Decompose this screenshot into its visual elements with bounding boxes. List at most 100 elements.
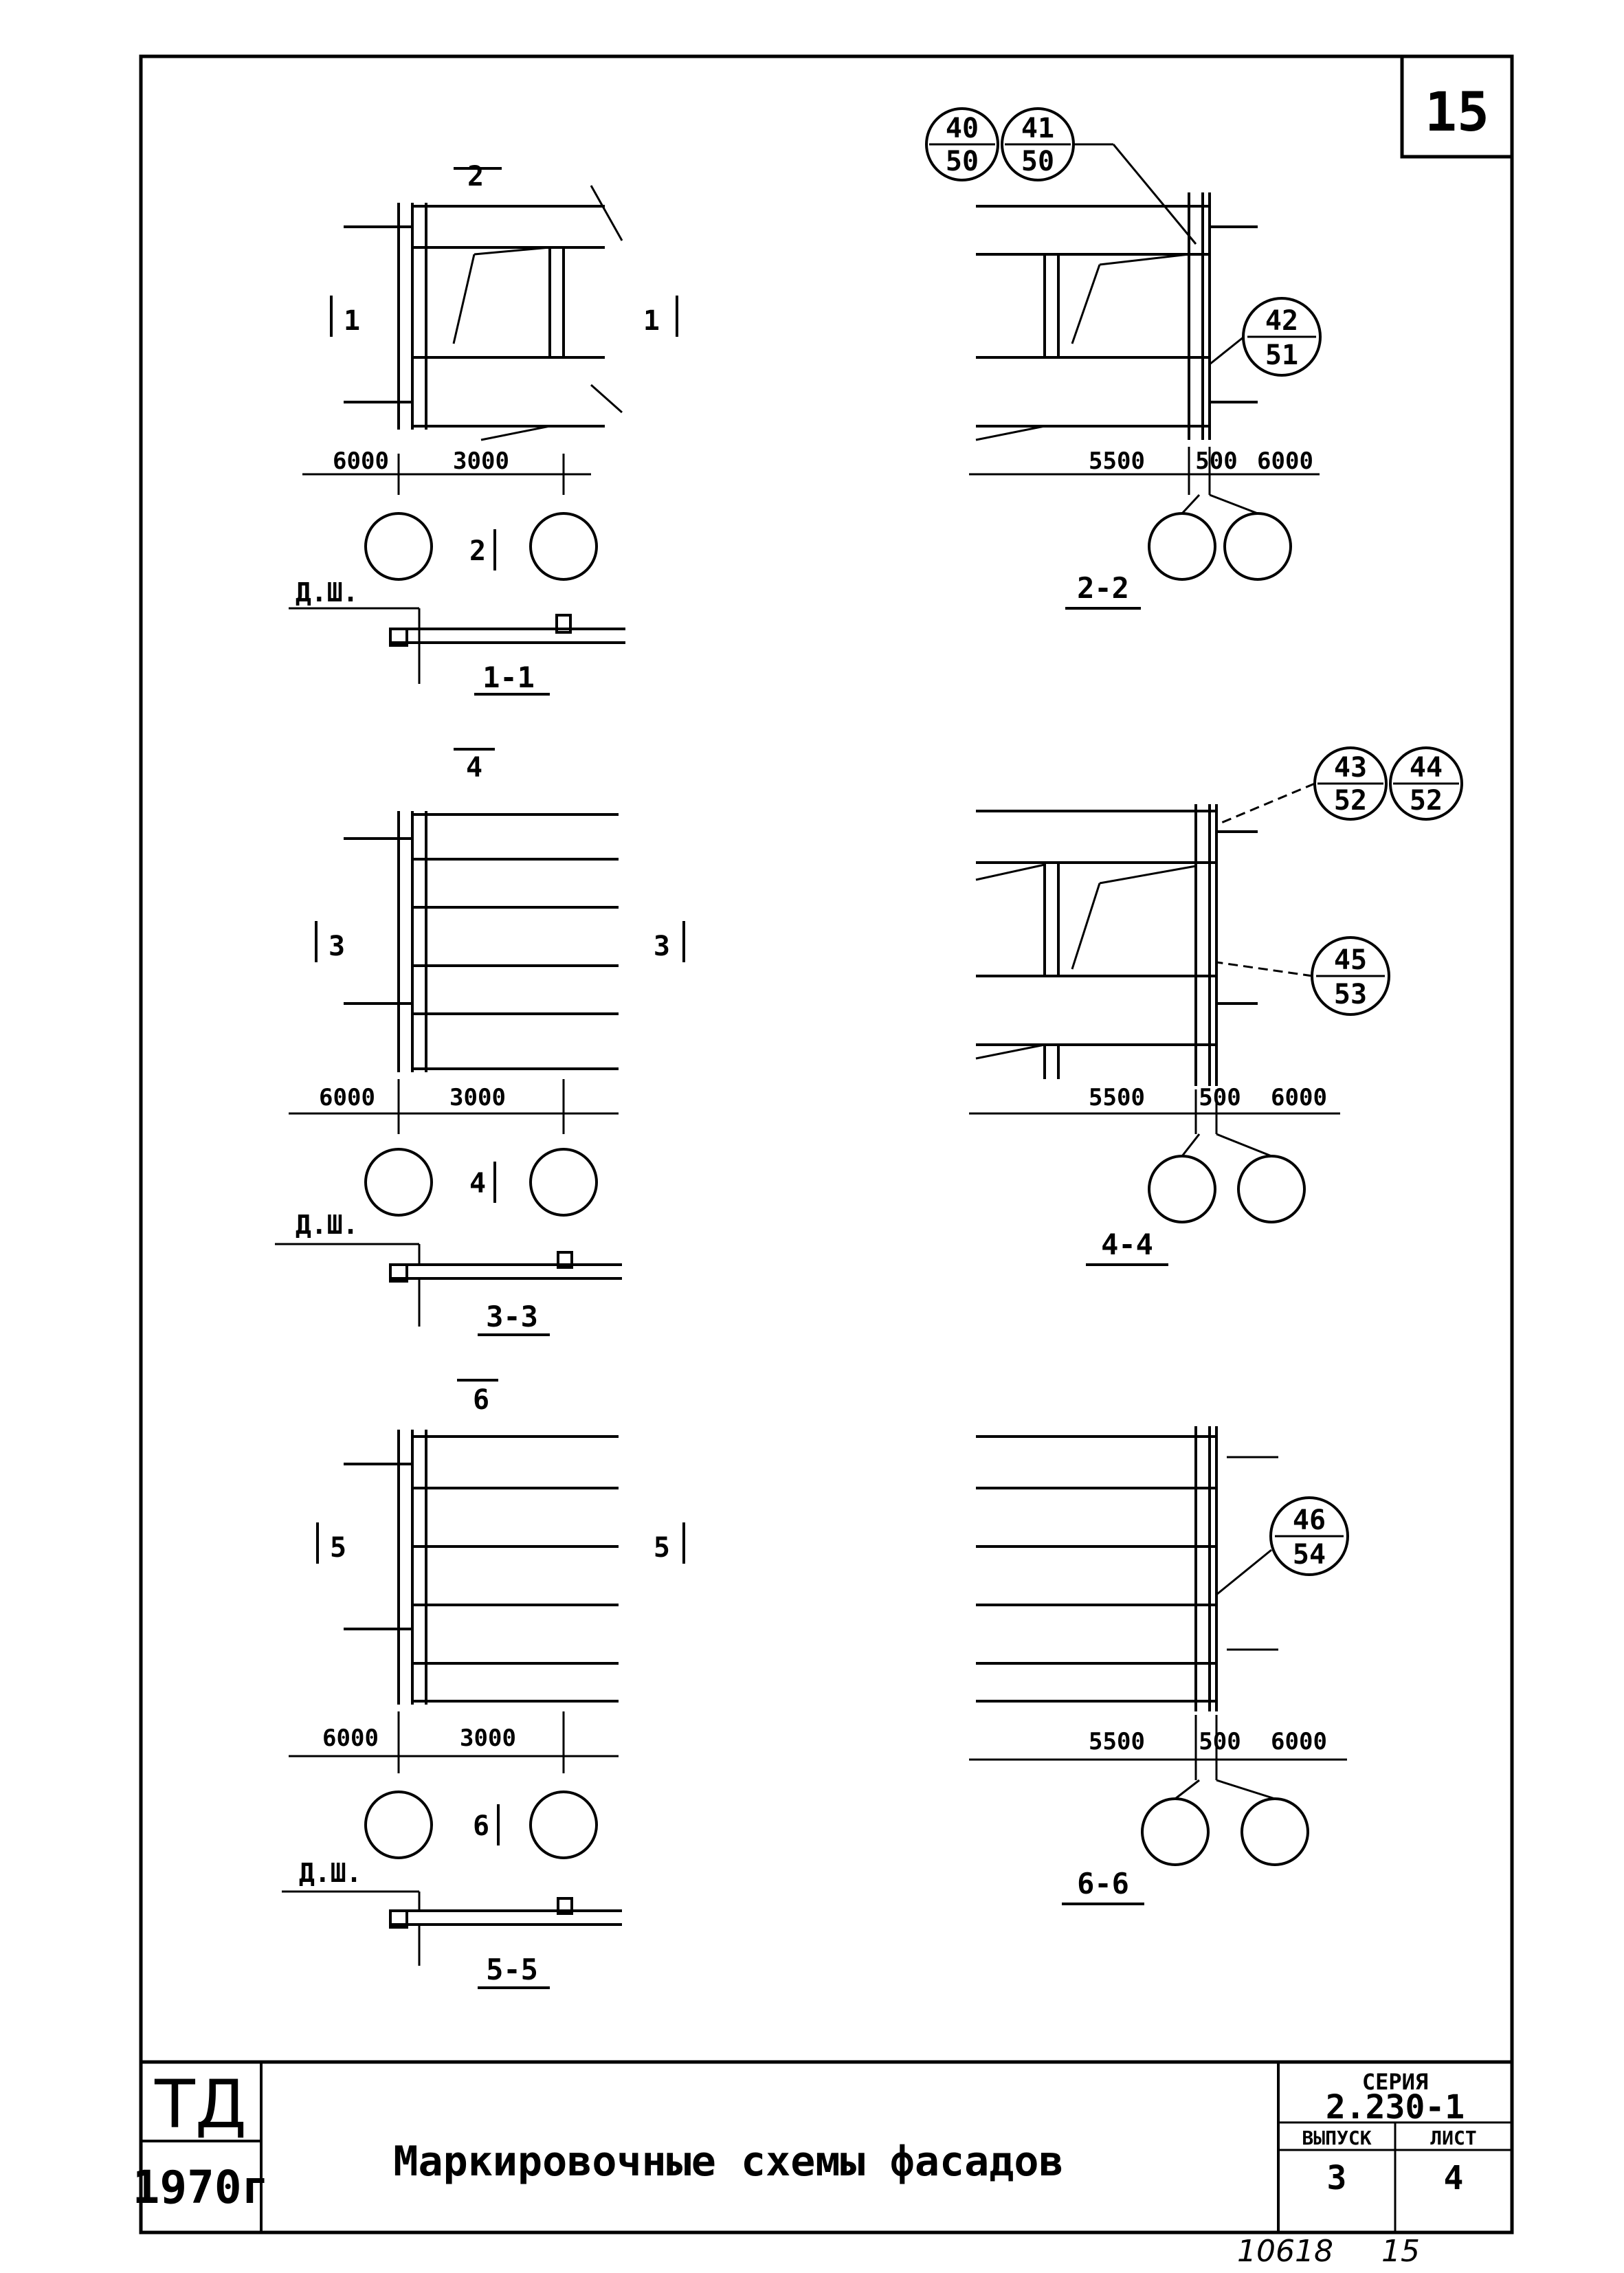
dim-3000: 3000: [449, 1084, 506, 1111]
footer-page: 15: [1381, 2234, 1420, 2269]
axis-circle: [1223, 512, 1292, 581]
dim-500: 500: [1195, 447, 1237, 475]
year: 1970г: [133, 2161, 269, 2214]
section-title-5-5: 5-5: [486, 1953, 538, 1986]
svg-text:3: 3: [329, 931, 345, 962]
svg-text:1: 1: [344, 305, 360, 337]
view-4-4: 5500 500 6000 43 52 44 52 45 53 4-4: [969, 746, 1463, 1266]
dim-3000: 3000: [453, 447, 509, 475]
section-mark-2-plan: 2: [469, 529, 496, 570]
section-title-4-4: 4-4: [1101, 1228, 1153, 1261]
axis-circle: [364, 1790, 433, 1859]
svg-text:2: 2: [469, 535, 486, 567]
axis-circle: [1241, 1797, 1309, 1866]
svg-text:4: 4: [469, 1168, 486, 1199]
svg-text:42: 42: [1265, 305, 1298, 337]
section-mark-2: 2: [454, 161, 502, 192]
dim-5500: 5500: [1089, 447, 1145, 475]
dim-5500: 5500: [1089, 1728, 1145, 1755]
drawing-title: Маркировочные схемы фасадов: [393, 2138, 1063, 2186]
svg-text:5: 5: [330, 1532, 346, 1564]
view-3-3: 6000 3000 4 3 3 4 Д.Ш. 3-3: [275, 748, 685, 1336]
sheet-value: 4: [1444, 2159, 1464, 2197]
svg-text:44: 44: [1410, 752, 1443, 784]
axis-circle: [364, 1148, 433, 1217]
svg-text:50: 50: [1021, 146, 1054, 177]
dim-6000: 6000: [1271, 1084, 1327, 1111]
dim-6000: 6000: [319, 1084, 375, 1111]
label-dsh: Д.Ш.: [296, 577, 359, 608]
callout-42-51: 42 51: [1242, 297, 1322, 377]
section-mark-1-left: 1: [330, 296, 360, 337]
series-label: СЕРИЯ: [1362, 2069, 1428, 2095]
sheet-number: 15: [1425, 82, 1489, 144]
dim-3000: 3000: [460, 1725, 516, 1752]
section-title-1-1: 1-1: [482, 661, 535, 694]
dim-6000: 6000: [1257, 447, 1313, 475]
view-6-6: 5500 500 6000 46 54 6-6: [969, 1426, 1349, 1905]
axis-circle: [1148, 512, 1216, 581]
section-mark-5-right: 5: [654, 1522, 685, 1564]
dim-6000: 6000: [333, 447, 389, 475]
dim-500: 500: [1199, 1728, 1241, 1755]
svg-text:52: 52: [1334, 785, 1367, 817]
axis-circle: [1141, 1797, 1210, 1866]
svg-text:53: 53: [1334, 979, 1367, 1010]
section-mark-4-plan: 4: [469, 1162, 496, 1203]
section-title-6-6: 6-6: [1077, 1867, 1129, 1900]
section-mark-4: 4: [454, 748, 495, 784]
svg-text:54: 54: [1293, 1539, 1326, 1571]
axis-circle: [1237, 1155, 1306, 1223]
dim-6000: 6000: [322, 1725, 379, 1752]
svg-text:46: 46: [1293, 1505, 1326, 1536]
view-2-2: 5500 500 6000 40 50 41 50 42 51 2-2: [925, 107, 1322, 610]
section-mark-1-right: 1: [643, 296, 678, 337]
svg-text:51: 51: [1265, 340, 1298, 371]
archive-number: 10618: [1237, 2234, 1333, 2269]
section-mark-3-left: 3: [315, 921, 345, 962]
svg-text:3: 3: [654, 931, 670, 962]
dim-6000: 6000: [1271, 1728, 1327, 1755]
sheet-number-box: 15: [1400, 54, 1514, 159]
axis-circle: [529, 512, 598, 581]
svg-text:45: 45: [1334, 944, 1367, 976]
issue-label: ВЫПУСК: [1302, 2127, 1371, 2149]
svg-text:50: 50: [946, 146, 979, 177]
svg-text:41: 41: [1021, 113, 1054, 144]
sheet-frame: [139, 54, 1514, 2235]
callout-46-54: 46 54: [1269, 1496, 1349, 1576]
sheet-label: ЛИСТ: [1430, 2127, 1476, 2149]
org-mark: ТД: [154, 2066, 247, 2143]
issue-value: 3: [1327, 2159, 1347, 2197]
section-mark-3-right: 3: [654, 921, 685, 962]
label-dsh: Д.Ш.: [299, 1858, 362, 1888]
callout-41-50: 41 50: [1001, 107, 1075, 181]
label-dsh: Д.Ш.: [296, 1210, 359, 1240]
svg-text:2: 2: [467, 161, 484, 192]
dim-500: 500: [1199, 1084, 1241, 1111]
axis-circle: [364, 512, 433, 581]
dim-5500: 5500: [1089, 1084, 1145, 1111]
section-mark-5-left: 5: [316, 1522, 346, 1564]
section-mark-6-plan: 6: [473, 1804, 500, 1845]
section-mark-6: 6: [457, 1379, 498, 1416]
callout-40-50: 40 50: [925, 107, 999, 181]
svg-text:6: 6: [473, 1810, 489, 1842]
svg-text:6: 6: [473, 1384, 489, 1416]
callout-44-52: 44 52: [1389, 746, 1463, 821]
svg-text:1: 1: [643, 305, 660, 337]
axis-circle: [1148, 1155, 1216, 1223]
view-1-1: 6000 3000 2 1 1 2 Д.Ш. 1-1: [289, 161, 678, 696]
svg-text:4: 4: [466, 752, 482, 784]
callout-45-53: 45 53: [1311, 936, 1390, 1016]
series-value: 2.230-1: [1326, 2088, 1465, 2127]
axis-circle: [529, 1148, 598, 1217]
svg-text:52: 52: [1410, 785, 1443, 817]
svg-text:43: 43: [1334, 752, 1367, 784]
section-title-2-2: 2-2: [1077, 571, 1129, 605]
svg-text:5: 5: [654, 1532, 670, 1564]
axis-circle: [529, 1790, 598, 1859]
title-block: ТД 1970г Маркировочные схемы фасадов СЕР…: [133, 2060, 1512, 2232]
view-5-5: 6000 3000 6 5 5 6 Д.Ш. 5-5: [282, 1379, 685, 1989]
